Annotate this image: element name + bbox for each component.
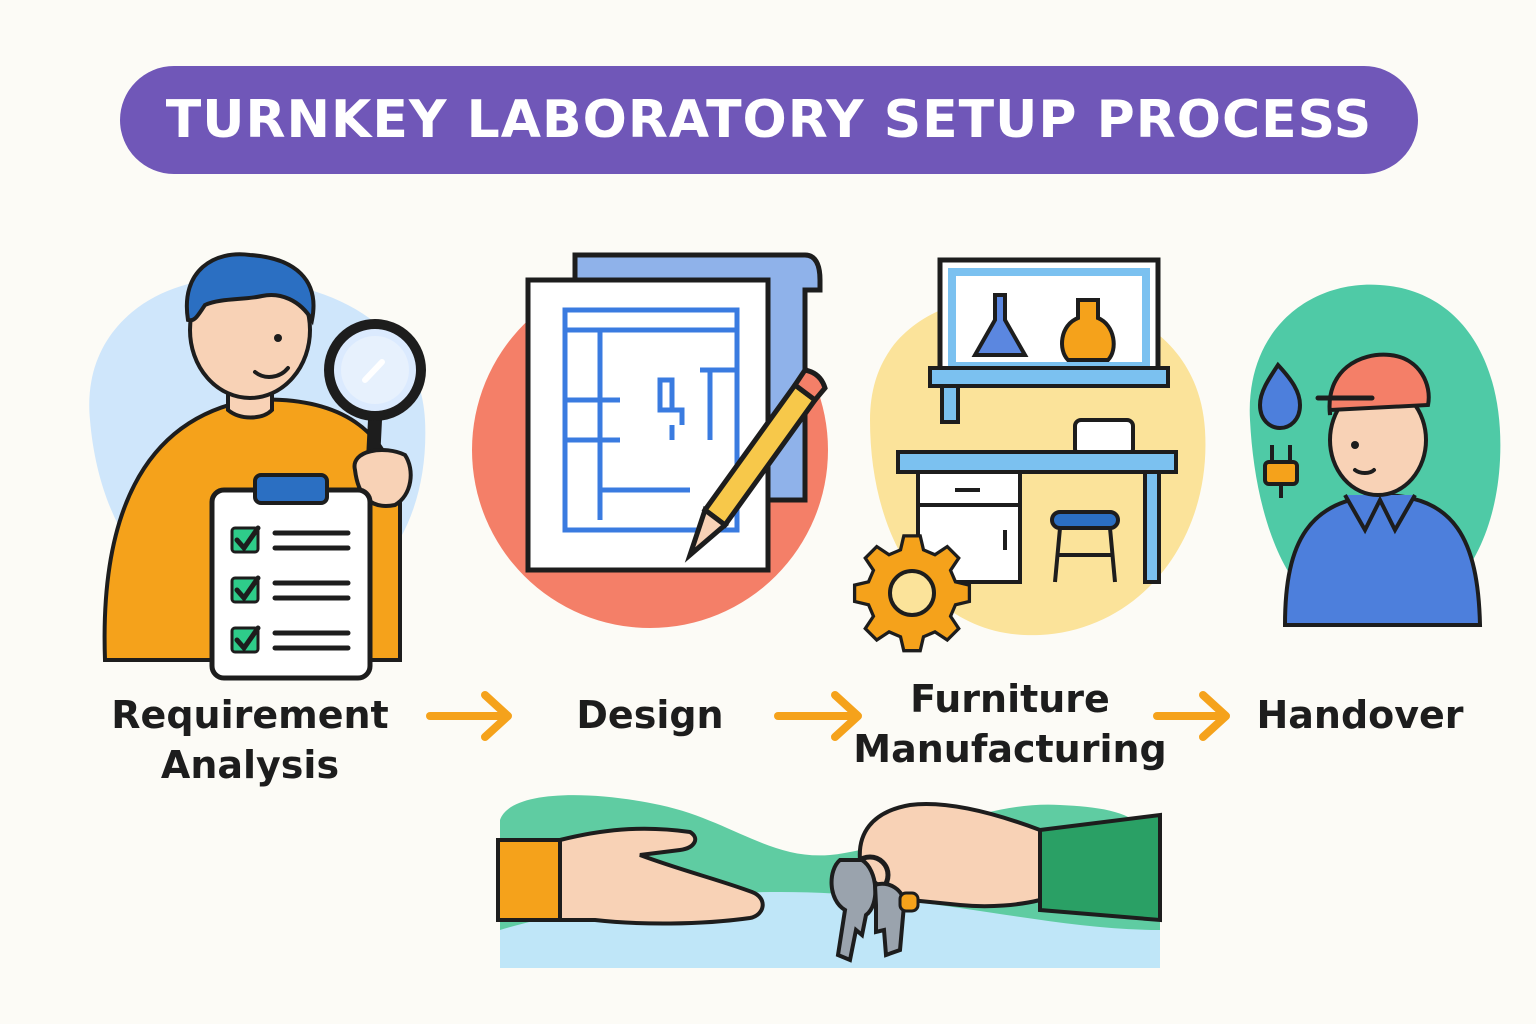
step-label-requirement-analysis: Requirement Analysis <box>111 693 389 787</box>
lab-furniture-gear-icon <box>852 257 1206 653</box>
arrow-right-icon <box>774 691 862 741</box>
arrow-right-icon <box>426 691 512 741</box>
arrow-right-icon <box>1153 691 1230 741</box>
step-label-handover: Handover <box>1256 693 1464 737</box>
key-handover-icon <box>496 795 1162 968</box>
title-banner: TURNKEY LABORATORY SETUP PROCESS <box>120 66 1418 174</box>
step-label-furniture-manufacturing: Furniture Manufacturing <box>853 677 1167 771</box>
page-title: TURNKEY LABORATORY SETUP PROCESS <box>165 90 1373 150</box>
blueprint-pencil-icon <box>472 252 828 628</box>
step-label-design: Design <box>576 693 724 737</box>
connector-arrows <box>426 691 1230 741</box>
technician-icon <box>1249 284 1501 627</box>
clipboard-magnifier-person-icon <box>89 252 426 681</box>
